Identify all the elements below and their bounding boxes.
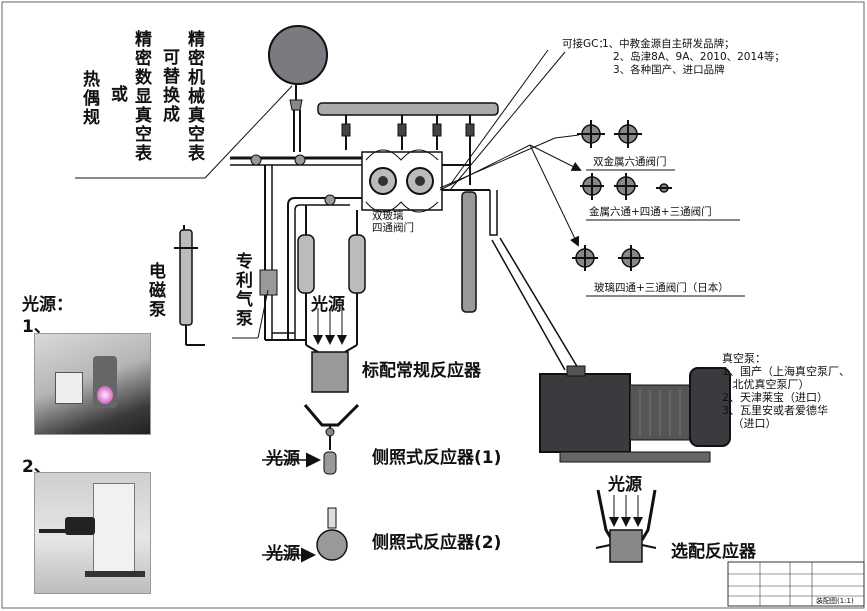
vacuum-pump-item-5: （进口） — [722, 417, 777, 430]
gc-note-item-3: 3、各种国产、进口品牌 — [613, 64, 725, 76]
optional-reactor-label: 选配反应器 — [671, 542, 756, 562]
standard-reactor-label: 标配常规反应器 — [362, 361, 481, 381]
light-source-photo-1 — [34, 333, 151, 435]
light-source-item-1: 1、 — [22, 317, 51, 337]
gc-note-title: 可接GC： — [562, 38, 609, 50]
vacuum-pump-item-2: 北优真空泵厂） — [722, 378, 810, 391]
glass-four-way-line1: 双玻璃 — [372, 210, 404, 222]
side-reactor-2-label: 侧照式反应器(2) — [372, 533, 502, 553]
valve-metal-combo-label: 金属六通+四通+三通阀门 — [589, 206, 712, 218]
thermocouple-label: 热偶规 — [79, 70, 99, 127]
side-reactor-1-label: 侧照式反应器(1) — [372, 448, 502, 468]
digital-gauge-label: 精密数显真空表 — [131, 30, 151, 163]
glass-four-way-line2: 四通阀门 — [372, 222, 414, 234]
vacuum-pump-title: 真空泵： — [722, 352, 766, 365]
electromagnetic-pump-label: 电磁泵 — [145, 262, 165, 319]
vacuum-pump-item-4: 3、瓦里安或者爱德华 — [722, 404, 828, 417]
vacuum-pump-item-3: 2、天津莱宝（进口） — [722, 391, 828, 404]
or-label: 或 — [107, 85, 127, 104]
light-label-side1: 光源 — [266, 449, 300, 469]
vacuum-gauge-icon — [268, 25, 328, 85]
patented-air-pump-label: 专利气泵 — [232, 252, 252, 328]
title-block-text: 装配图(1:1) — [816, 597, 854, 605]
light-label-standard: 光源 — [311, 295, 345, 315]
light-label-side2: 光源 — [266, 544, 300, 564]
gc-note-item-1: 1、中教金源自主研发品牌； — [602, 38, 735, 50]
gc-note-item-2: 2、岛津8A、9A、2010、2014等； — [613, 51, 785, 63]
replaceable-label: 可替换成 — [159, 48, 179, 124]
mechanical-gauge-label: 精密机械真空表 — [184, 30, 204, 163]
valve-double-metal-six-label: 双金属六通阀门 — [593, 156, 667, 168]
valve-glass-combo-label: 玻璃四通+三通阀门（日本） — [594, 282, 729, 294]
vacuum-pump-item-1: 1、国产（上海真空泵厂、 — [722, 365, 850, 378]
light-source-heading: 光源： — [22, 295, 73, 315]
light-label-optional: 光源 — [608, 475, 642, 495]
light-source-photo-2 — [34, 472, 151, 594]
